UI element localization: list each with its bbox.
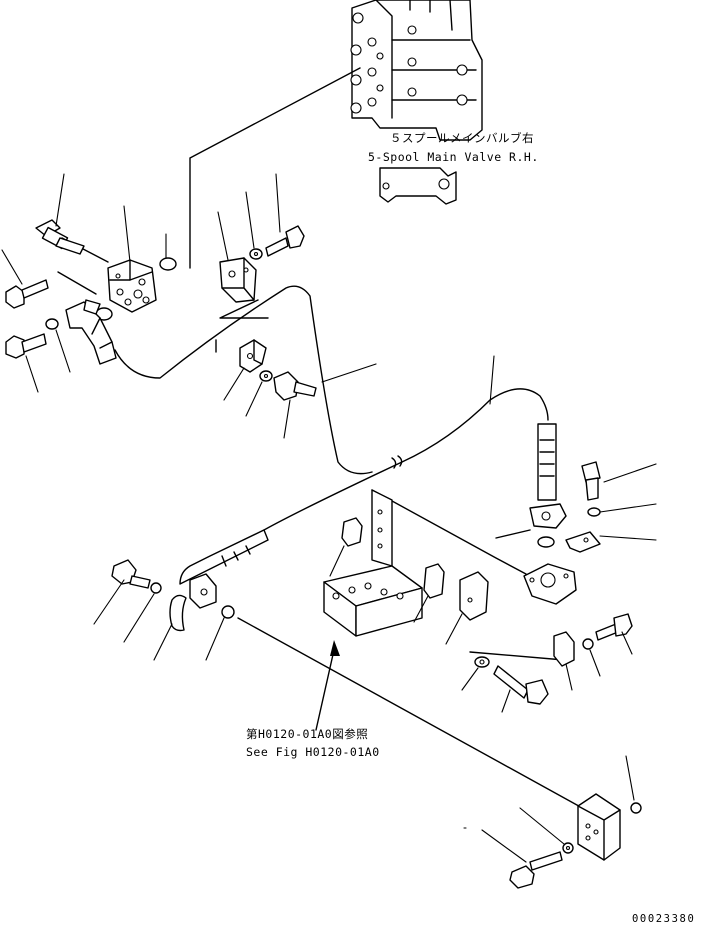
document-id: 00023380 [632,913,695,925]
bolt-top [265,225,305,257]
bolt-middle [273,371,317,401]
o-ring-lower-left [221,605,235,619]
hose-adapter-top [35,219,109,263]
hose-elbow-left [65,299,117,365]
o-rings-top [45,257,177,330]
clamp-top [219,257,257,303]
clamp-block-c [459,571,489,621]
clamp-block-a [341,517,363,547]
reference-label-jp: 第H0120-01A0図参照 [246,727,368,741]
swivel-block [107,259,157,313]
hose-assembly-right [529,423,567,529]
reference-arrow [315,640,340,731]
bolt-left-lower [5,333,47,359]
bolt-center-lower [493,665,549,705]
mounting-bracket [323,489,423,637]
hose-assembly-lower [179,529,269,609]
bolt-right-upper [581,461,601,501]
flange-right [523,563,577,605]
split-flange-right [565,531,601,553]
reference-label-en: See Fig H0120-01A0 [246,745,380,759]
o-ring-block [630,802,642,814]
washer-lower-left [150,582,162,594]
bolt-left-upper [5,279,49,309]
washer-right-lower [582,638,594,650]
valve-label-jp: ５スプールメインバルブ右 [390,131,534,145]
clamp-right-lower [553,631,575,667]
leader-lines [1,173,657,863]
bolt-block [509,851,563,889]
main-valve [350,0,483,205]
washer-top [249,248,263,260]
washer-block [562,842,574,854]
split-flange-lower [169,594,187,632]
washer-middle [259,370,273,382]
valve-label-en: 5-Spool Main Valve R.H. [368,150,539,164]
block-cover [577,793,621,861]
washer-right-upper [587,507,601,517]
clamp-block-b [423,563,445,599]
bolt-lower-left [111,559,151,589]
washer-center-lower [474,656,490,668]
o-ring-right [537,536,555,548]
clamp-middle [239,339,267,373]
bolt-right-lower [595,613,633,641]
